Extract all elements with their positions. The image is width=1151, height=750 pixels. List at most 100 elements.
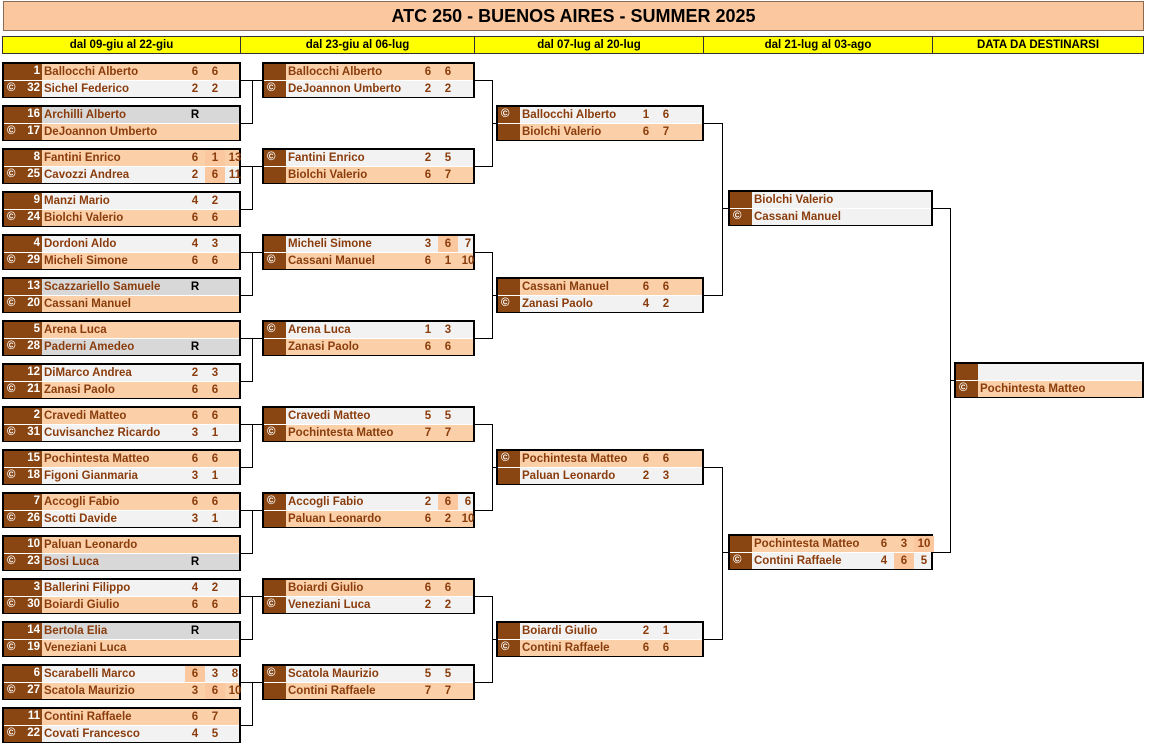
set-score: 6 xyxy=(191,152,199,164)
seed-number: 9 xyxy=(33,194,40,206)
player-name[interactable]: Cuvisanchez Ricardo xyxy=(42,425,239,441)
player-name[interactable]: DiMarco Andrea xyxy=(42,365,239,381)
page-title: ATC 250 - BUENOS AIRES - SUMMER 2025 xyxy=(3,1,1144,31)
player-name[interactable]: Figoni Gianmaria xyxy=(42,468,239,484)
set-score: 13 xyxy=(228,152,242,164)
set-score: 2 xyxy=(642,470,650,482)
player-name[interactable]: Cavozzi Andrea xyxy=(42,167,239,183)
player-name[interactable]: Fantini Enrico xyxy=(286,150,473,166)
player-name[interactable]: Contini Raffaele xyxy=(520,640,702,656)
player-name[interactable]: Biolchi Valerio xyxy=(286,167,473,183)
player-name[interactable]: Arena Luca xyxy=(286,322,473,338)
player-name[interactable]: Boiardi Giulio xyxy=(286,580,473,596)
player-name[interactable]: Covati Francesco xyxy=(42,726,239,742)
player-name[interactable]: Scatola Maurizio xyxy=(42,683,239,699)
player-name[interactable]: Cravedi Matteo xyxy=(42,408,239,424)
player-name[interactable]: Zanasi Paolo xyxy=(42,382,239,398)
set-score: 6 xyxy=(424,169,432,181)
set-score: 3 xyxy=(424,238,432,250)
seed-number: 10 xyxy=(27,538,40,550)
player-name[interactable]: Contini Raffaele xyxy=(42,709,239,725)
player-name[interactable]: Ballocchi Alberto xyxy=(520,107,702,123)
bracket-connector xyxy=(252,166,262,167)
bracket-connector xyxy=(252,682,262,683)
seed-cell: 10 xyxy=(4,537,42,553)
player-name[interactable]: Ballocchi Alberto xyxy=(42,64,239,80)
player-name[interactable]: Pochintesta Matteo xyxy=(978,381,1142,397)
player-name[interactable]: Scazzariello Samuele xyxy=(42,279,239,295)
player-name[interactable]: Veneziani Luca xyxy=(286,597,473,613)
player-name[interactable]: Cassani Manuel xyxy=(42,296,239,312)
player-name[interactable]: Cravedi Matteo xyxy=(286,408,473,424)
set-score: 6 xyxy=(191,255,199,267)
player-name[interactable]: Dordoni Aldo xyxy=(42,236,239,252)
set-score: 2 xyxy=(191,83,199,95)
player-name[interactable]: Zanasi Paolo xyxy=(520,296,702,312)
player-name[interactable]: Cassani Manuel xyxy=(286,253,473,269)
seed-cell: © xyxy=(730,553,752,569)
player-name[interactable]: Accogli Fabio xyxy=(286,494,473,510)
player-name[interactable]: Boiardi Giulio xyxy=(520,623,702,639)
player-name[interactable]: Manzi Mario xyxy=(42,193,239,209)
player-name[interactable]: Fantini Enrico xyxy=(42,150,239,166)
copyright-icon: © xyxy=(7,512,16,524)
player-name[interactable]: Biolchi Valerio xyxy=(42,210,239,226)
player-name[interactable]: Pochintesta Matteo xyxy=(752,536,931,552)
player-name[interactable]: Cassani Manuel xyxy=(520,279,702,295)
seed-cell: 11 xyxy=(4,709,42,725)
seed-number: 31 xyxy=(27,426,40,438)
player-name[interactable]: Accogli Fabio xyxy=(42,494,239,510)
copyright-icon: © xyxy=(7,383,16,395)
player-name[interactable]: Bosi Luca xyxy=(42,554,239,570)
player-name[interactable]: Cassani Manuel xyxy=(752,209,931,225)
bracket-connector xyxy=(241,682,252,683)
player-name[interactable]: Arena Luca xyxy=(42,322,239,338)
copyright-icon: © xyxy=(7,297,16,309)
player-name[interactable]: Micheli Simone xyxy=(286,236,473,252)
set-score: 3 xyxy=(444,324,452,336)
player-name[interactable]: Ballocchi Alberto xyxy=(286,64,473,80)
player-name[interactable]: Scatola Maurizio xyxy=(286,666,473,682)
seed-cell: 24© xyxy=(4,210,42,226)
player-name[interactable]: Zanasi Paolo xyxy=(286,339,473,355)
set-score: 4 xyxy=(191,238,199,250)
player-name[interactable]: Archilli Alberto xyxy=(42,107,239,123)
player-name[interactable]: Paderni Amedeo xyxy=(42,339,239,355)
copyright-icon: © xyxy=(501,641,510,653)
player-name[interactable] xyxy=(978,364,1142,380)
player-name[interactable]: Pochintesta Matteo xyxy=(42,451,239,467)
player-name[interactable]: Boiardi Giulio xyxy=(42,597,239,613)
player-name[interactable]: Micheli Simone xyxy=(42,253,239,269)
player-name[interactable]: DeJoannon Umberto xyxy=(42,124,239,140)
row-separator xyxy=(264,424,473,425)
player-name[interactable]: Contini Raffaele xyxy=(286,683,473,699)
copyright-icon: © xyxy=(267,667,276,679)
seed-cell: 29© xyxy=(4,253,42,269)
bracket-connector xyxy=(933,552,950,553)
bracket-connector xyxy=(475,682,492,683)
player-name[interactable]: Bertola Elia xyxy=(42,623,239,639)
player-name[interactable]: Paluan Leonardo xyxy=(42,537,239,553)
copyright-icon: © xyxy=(7,340,16,352)
set-score: 2 xyxy=(642,625,650,637)
player-name[interactable]: Pochintesta Matteo xyxy=(520,451,702,467)
player-name[interactable]: Pochintesta Matteo xyxy=(286,425,473,441)
player-name[interactable]: Biolchi Valerio xyxy=(520,124,702,140)
player-name[interactable]: Biolchi Valerio xyxy=(752,192,931,208)
player-name[interactable]: Veneziani Luca xyxy=(42,640,239,656)
player-name[interactable]: Paluan Leonardo xyxy=(286,511,473,527)
seed-cell xyxy=(264,339,286,355)
player-name[interactable]: Paluan Leonardo xyxy=(520,468,702,484)
player-name[interactable]: Scotti Davide xyxy=(42,511,239,527)
player-name[interactable]: Sichel Federico xyxy=(42,81,239,97)
player-name[interactable]: Contini Raffaele xyxy=(752,553,931,569)
seed-cell: 12 xyxy=(4,365,42,381)
player-name[interactable]: DeJoannon Umberto xyxy=(286,81,473,97)
seed-number: 18 xyxy=(27,469,40,481)
player-name[interactable]: Ballerini Filippo xyxy=(42,580,239,596)
bracket-connector xyxy=(475,424,492,425)
